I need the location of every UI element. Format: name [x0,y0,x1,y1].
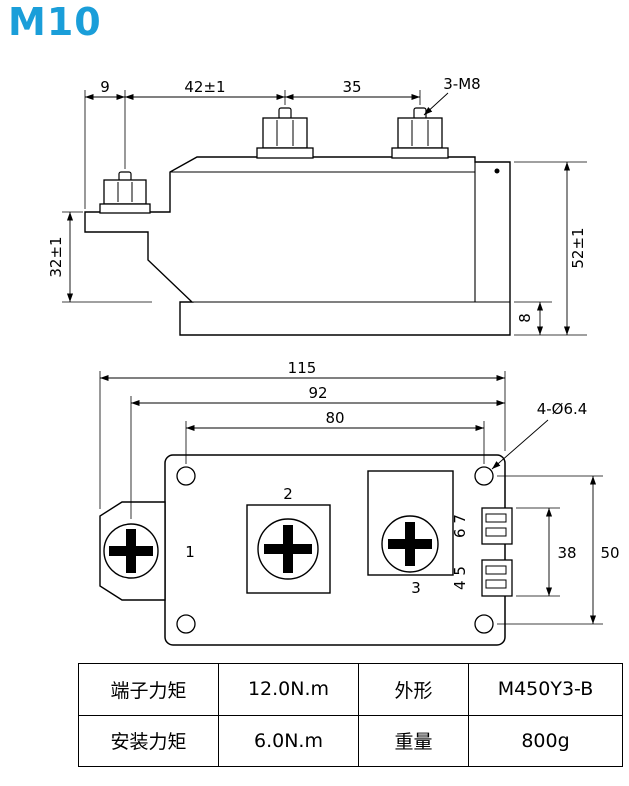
spec-label-mounting-torque: 安装力矩 [78,714,219,767]
mounting-hole [474,614,494,634]
table-row: 端子力矩 12.0N.m 外形 M450Y3-B [78,663,623,716]
spec-label-terminal-torque: 端子力矩 [78,663,219,716]
terminal-label-1: 1 [185,543,195,561]
screw-cross [405,522,415,566]
terminal-label-3: 3 [411,579,421,597]
bolt-nut [397,117,443,149]
terminal-bolt-left [99,171,151,214]
dim-text-9: 9 [100,78,110,96]
spec-value-weight: 800g [468,714,623,767]
spec-label-weight: 重量 [358,714,469,767]
gate-connector-upper [481,507,513,545]
terminal-bolt-top-1 [256,107,314,159]
side-view: 9 42±1 35 3-M8 32±1 52±1 8 [47,75,587,336]
top-view: 115 92 80 4-Ø6.4 38 50 1 2 3 6 7 4 5 [99,359,620,646]
terminal-pad-2 [246,504,331,594]
dim-text-8: 8 [516,313,534,323]
connector-body [481,559,513,597]
dim-text-115: 115 [288,359,317,377]
mounting-hole [474,466,494,486]
dim-text-92: 92 [308,384,327,402]
module-top-outline [164,454,506,646]
spec-label-outline: 外形 [358,663,469,716]
terminal-label-2: 2 [283,485,293,503]
spec-value-terminal-torque: 12.0N.m [218,663,359,716]
dim-text-38: 38 [557,544,576,562]
terminal-bolt-top-2 [391,107,449,159]
dim-text-50: 50 [600,544,619,562]
pin-labels-67: 6 7 [451,514,469,538]
connector-pin [485,513,507,523]
connector-pin [485,527,507,537]
dim-text-42: 42±1 [184,78,225,96]
dim-text-32: 32±1 [47,236,65,277]
terminal-screw-1 [103,523,159,579]
bolt-nut [262,117,308,149]
connector-pin [485,579,507,589]
screw-cross [283,525,293,573]
dim-text-35: 35 [342,78,361,96]
table-row: 安装力矩 6.0N.m 重量 800g [78,714,623,767]
spec-value-mounting-torque: 6.0N.m [218,714,359,767]
connector-pin [485,565,507,575]
screw-cross [126,529,136,573]
bolt-nut [103,179,147,205]
index-dot [494,168,500,174]
technical-drawing: 9 42±1 35 3-M8 32±1 52±1 8 [47,75,620,646]
mounting-hole [176,614,196,634]
dim-text-52: 52±1 [569,227,587,268]
module-body-outline [84,156,511,336]
dim-text-80: 80 [325,409,344,427]
spec-value-outline: M450Y3-B [468,663,623,716]
page-title: M10 [8,0,102,44]
dim-text-3m8: 3-M8 [443,75,480,93]
bolt-washer [256,147,314,159]
pin-labels-45: 4 5 [451,566,469,590]
bolt-stud [278,107,292,120]
bolt-washer [99,203,151,214]
dim-text-holes: 4-Ø6.4 [537,400,588,418]
mounting-hole [176,466,196,486]
terminal-pad-3 [367,470,454,576]
leader-line-holes [491,419,549,470]
gate-connector-lower [481,559,513,597]
bolt-washer [391,147,449,159]
spec-table: 端子力矩 12.0N.m 外形 M450Y3-B 安装力矩 6.0N.m 重量 … [78,663,623,767]
leader-line-3m8 [423,92,449,116]
connector-body [481,507,513,545]
bolt-stud [413,107,427,120]
